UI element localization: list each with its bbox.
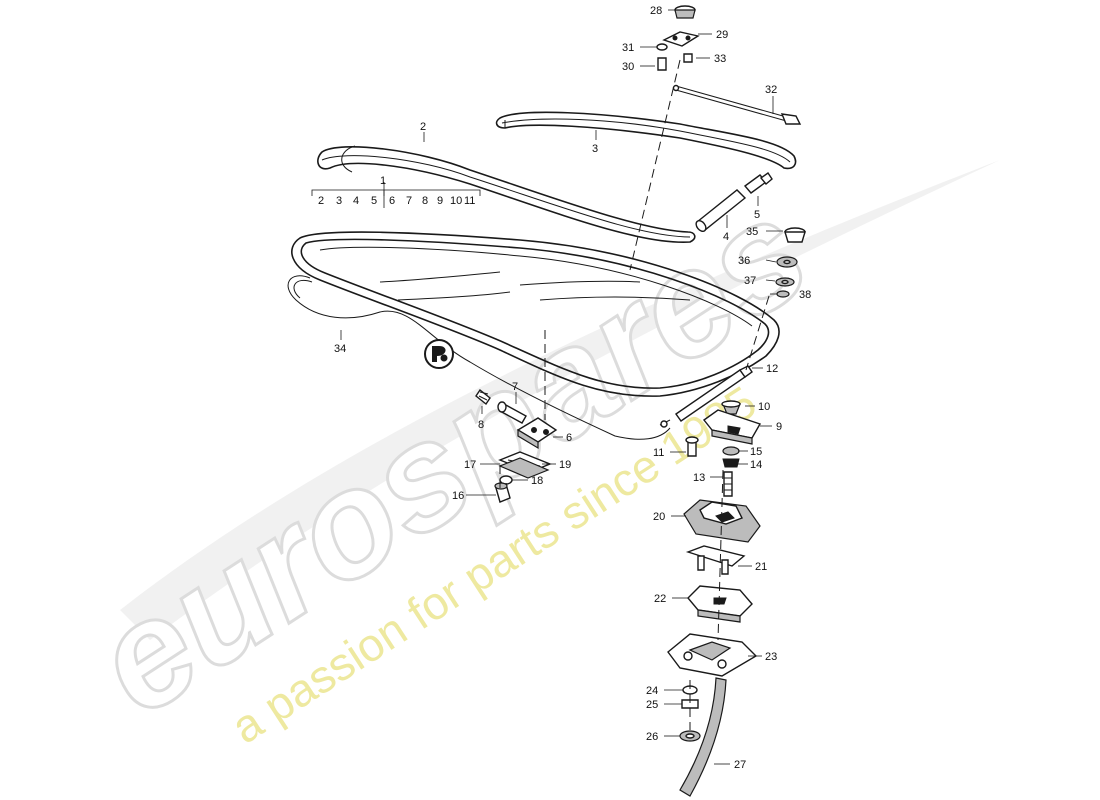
part-8-spring	[475, 388, 491, 406]
part-27-hose	[679, 677, 727, 797]
part-29-mount-plate	[662, 31, 700, 47]
part-10-buffer	[721, 400, 741, 415]
assembly-lines	[499, 59, 770, 730]
part-28-cap	[674, 5, 696, 19]
part-30-screw	[657, 57, 667, 71]
scale-9: 9	[437, 195, 443, 207]
callout-37: 37	[744, 275, 756, 287]
callout-27: 27	[734, 759, 746, 771]
part-5-tube-short	[743, 172, 773, 194]
part-12-rod	[659, 365, 753, 428]
part-9-hinge-bracket	[702, 409, 762, 445]
callout-26: 26	[646, 731, 658, 743]
callout-3: 3	[592, 143, 598, 155]
part-4-tube	[695, 189, 747, 233]
scale-5: 5	[371, 195, 377, 207]
callout-10: 10	[758, 401, 770, 413]
part-14-washer	[722, 458, 740, 468]
callout-8: 8	[478, 419, 484, 431]
watermark-swoosh	[120, 160, 1000, 640]
callout-31: 31	[622, 42, 634, 54]
part-37-washer	[775, 277, 795, 287]
callout-17: 17	[464, 459, 476, 471]
callout-23: 23	[765, 651, 777, 663]
scale-4: 4	[353, 195, 359, 207]
part-11-bolt	[685, 436, 699, 457]
callout-15: 15	[750, 446, 762, 458]
part-1-rear-window	[291, 231, 780, 397]
callout-29: 29	[716, 29, 728, 41]
callout-24: 24	[646, 685, 658, 697]
part-6-latch-bracket	[516, 417, 558, 450]
scale-11: 11	[464, 195, 475, 207]
callout-36: 36	[738, 255, 750, 267]
callout-20: 20	[653, 511, 665, 523]
callout-38: 38	[799, 289, 811, 301]
part-22-lock-block	[687, 585, 753, 623]
part-38-nut	[776, 290, 790, 298]
callout-25: 25	[646, 699, 658, 711]
callout-7: 7	[512, 381, 518, 393]
callout-9: 9	[776, 421, 782, 433]
part-3-seal-strip	[495, 111, 797, 170]
callout-12: 12	[766, 363, 778, 375]
callout-33: 33	[714, 53, 726, 65]
callout-21: 21	[755, 561, 767, 573]
scale-10: 10	[450, 195, 462, 207]
scale-7: 7	[406, 195, 412, 207]
part-16-bolt	[494, 482, 511, 503]
part-34-cable	[287, 275, 671, 440]
part-31-nut	[656, 43, 668, 51]
callout-35: 35	[746, 226, 758, 238]
part-20-foam-block	[683, 499, 761, 543]
scale-2: 2	[318, 195, 324, 207]
part-15-nut	[722, 446, 740, 456]
scale-6: 6	[389, 195, 395, 207]
callout-18: 18	[531, 475, 543, 487]
callouts: 1 2 3 4 5 6 7 8 9 10 11 12 13 14 15 16 1…	[334, 5, 811, 771]
callout-2: 2	[420, 121, 426, 133]
part-36-washer	[776, 256, 798, 268]
scale-3: 3	[336, 195, 342, 207]
scale-8: 8	[422, 195, 428, 207]
assembly-scale: 2 3 4 5 6 7 8 9 10 11	[311, 189, 481, 207]
part-2-seal-upper	[317, 145, 696, 243]
connector-symbol	[424, 339, 454, 369]
part-33-bushing	[683, 53, 693, 63]
part-26-grommet	[679, 730, 701, 742]
part-17-gasket	[498, 457, 550, 479]
part-23-latch-housing	[667, 633, 758, 677]
part-35-knob	[784, 227, 806, 243]
callout-19: 19	[559, 459, 571, 471]
part-13-stud	[723, 471, 733, 497]
callout-32: 32	[765, 84, 777, 96]
part-25-nut	[681, 699, 699, 709]
leader-lines	[340, 9, 783, 765]
part-7-pin	[497, 401, 527, 424]
callout-5: 5	[754, 209, 760, 221]
callout-4: 4	[723, 231, 729, 243]
callout-11: 11	[653, 447, 664, 459]
part-21-clip	[685, 545, 746, 575]
callout-6: 6	[566, 432, 572, 444]
callout-28: 28	[650, 5, 662, 17]
callout-14: 14	[750, 459, 762, 471]
callout-34: 34	[334, 343, 346, 355]
callout-16: 16	[452, 490, 464, 502]
callout-1: 1	[380, 175, 386, 187]
callout-13: 13	[693, 472, 705, 484]
part-32-rod	[672, 84, 802, 125]
callout-22: 22	[654, 593, 666, 605]
callout-30: 30	[622, 61, 634, 73]
